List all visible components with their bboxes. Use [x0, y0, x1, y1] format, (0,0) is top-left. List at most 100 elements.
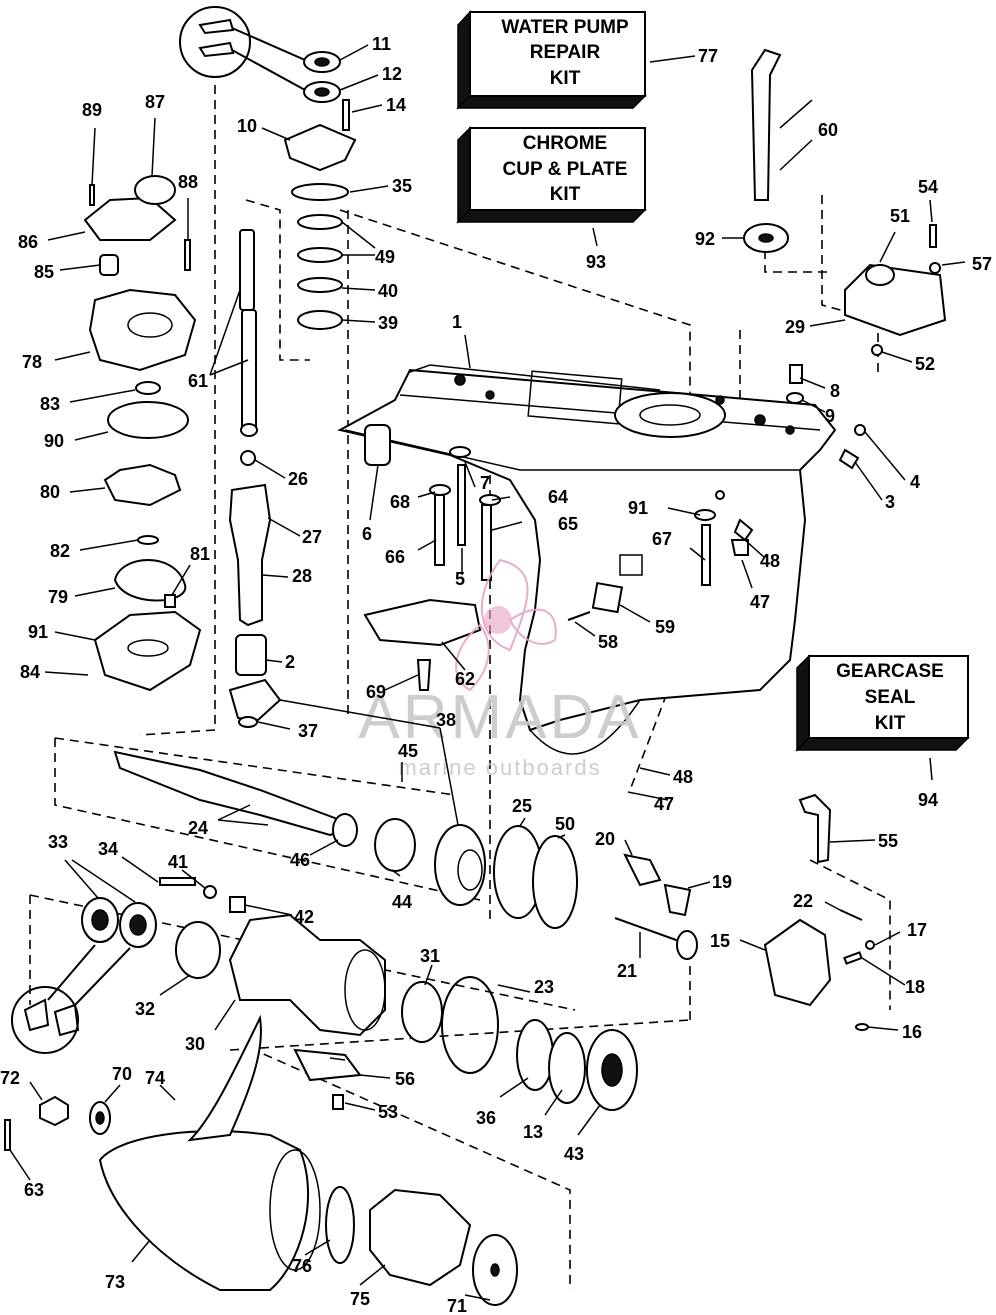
- part-label: 76: [292, 1256, 312, 1276]
- kit-text-line: WATER PUMP: [501, 17, 629, 38]
- part-label: 46: [290, 850, 310, 870]
- part-label: 89: [82, 100, 102, 120]
- part-label: 69: [366, 682, 386, 702]
- part-label: 1: [452, 312, 462, 332]
- part-label: 38: [436, 710, 456, 730]
- kit-number: 94: [918, 790, 938, 810]
- kit-text-line: GEARCASE: [836, 661, 944, 682]
- drive-shaft-parts: [228, 229, 282, 728]
- part-label: 85: [34, 262, 54, 282]
- part-label: 12: [382, 64, 402, 84]
- part-label: 53: [378, 1102, 398, 1122]
- part-label: 7: [480, 473, 490, 493]
- part-label: 26: [288, 469, 308, 489]
- part-label: 44: [392, 892, 412, 912]
- part-label: 83: [40, 394, 60, 414]
- part-label: 88: [178, 172, 198, 192]
- part-label: 64: [548, 487, 568, 507]
- part-label: 86: [18, 232, 38, 252]
- part-label: 60: [818, 120, 838, 140]
- kit-box-chrome-cup: CHROME CUP & PLATE KIT 93: [456, 126, 647, 272]
- part-label: 79: [48, 587, 68, 607]
- kit-text-line: SEAL: [865, 687, 916, 708]
- kit-number: 77: [698, 46, 718, 66]
- kit-text-line: KIT: [550, 68, 581, 89]
- part-label: 65: [558, 514, 578, 534]
- part-label: 39: [378, 313, 398, 333]
- part-label: 67: [652, 529, 672, 549]
- part-label: 61: [188, 371, 208, 391]
- kit-text-line: KIT: [875, 713, 906, 734]
- part-label: 58: [598, 632, 618, 652]
- part-label: 22: [793, 891, 813, 911]
- part-label: 74: [145, 1068, 165, 1088]
- part-label: 75: [350, 1289, 370, 1309]
- part-label: 78: [22, 352, 42, 372]
- part-label: 32: [135, 999, 155, 1019]
- part-label: 52: [915, 354, 935, 374]
- part-label: 29: [785, 317, 805, 337]
- part-labels: 1 2 3 4 5 6 7 8 9 10 11 12 13 14 15 16 1…: [0, 34, 992, 1315]
- shift-and-cover-parts: [363, 48, 947, 864]
- part-label: 62: [455, 669, 475, 689]
- watermark-brand: ARMADA: [358, 683, 641, 752]
- part-label: 54: [918, 177, 938, 197]
- gearcase-housing: [337, 364, 837, 755]
- part-label: 33: [48, 832, 68, 852]
- part-label: 28: [292, 566, 312, 586]
- part-label: 92: [695, 229, 715, 249]
- part-label: 14: [386, 95, 406, 115]
- part-label: 16: [902, 1022, 922, 1042]
- part-label: 84: [20, 662, 40, 682]
- kit-text-line: REPAIR: [530, 42, 601, 63]
- part-label: 91: [28, 622, 48, 642]
- part-label: 2: [285, 652, 295, 672]
- part-label: 6: [362, 524, 372, 544]
- part-label: 8: [830, 381, 840, 401]
- kit-number: 93: [586, 252, 606, 272]
- part-label: 30: [185, 1034, 205, 1054]
- part-label: 43: [564, 1144, 584, 1164]
- part-label: 10: [237, 116, 257, 136]
- kit-text-line: CHROME: [523, 133, 607, 154]
- part-label: 36: [476, 1108, 496, 1128]
- part-label: 27: [302, 527, 322, 547]
- part-label: 87: [145, 92, 165, 112]
- part-label: 34: [98, 839, 118, 859]
- part-label: 21: [617, 961, 637, 981]
- part-label: 31: [420, 946, 440, 966]
- kit-box-water-pump: WATER PUMP REPAIR KIT 77: [456, 10, 718, 110]
- part-label: 81: [190, 544, 210, 564]
- part-label: 20: [595, 829, 615, 849]
- part-label: 47: [750, 592, 770, 612]
- part-label: 13: [523, 1122, 543, 1142]
- part-label: 41: [168, 852, 188, 872]
- watermark: ARMADA marine outboards: [358, 558, 641, 780]
- part-label: 11: [372, 34, 391, 54]
- part-label: 19: [712, 872, 732, 892]
- part-label: 18: [905, 977, 925, 997]
- part-label: 71: [447, 1296, 467, 1315]
- part-label: 91: [628, 498, 648, 518]
- part-label: 17: [907, 920, 927, 940]
- part-label: 24: [188, 818, 208, 838]
- part-label: 48: [760, 551, 780, 571]
- part-label: 51: [890, 206, 910, 226]
- part-label: 72: [0, 1068, 20, 1088]
- part-label: 47: [654, 794, 674, 814]
- part-label: 50: [555, 814, 575, 834]
- part-label: 59: [655, 617, 675, 637]
- propeller-shaft-parts: [4, 750, 875, 1306]
- part-label: 37: [298, 721, 318, 741]
- kit-text-line: KIT: [550, 184, 581, 205]
- part-label: 15: [710, 931, 730, 951]
- part-label: 3: [885, 492, 895, 512]
- part-label: 80: [40, 482, 60, 502]
- part-label: 4: [910, 472, 920, 492]
- part-label: 42: [294, 907, 314, 927]
- kit-box-gearcase-seal: GEARCASE SEAL KIT 94: [795, 654, 970, 810]
- part-label: 73: [105, 1272, 125, 1292]
- part-label: 45: [398, 741, 418, 761]
- part-label: 82: [50, 541, 70, 561]
